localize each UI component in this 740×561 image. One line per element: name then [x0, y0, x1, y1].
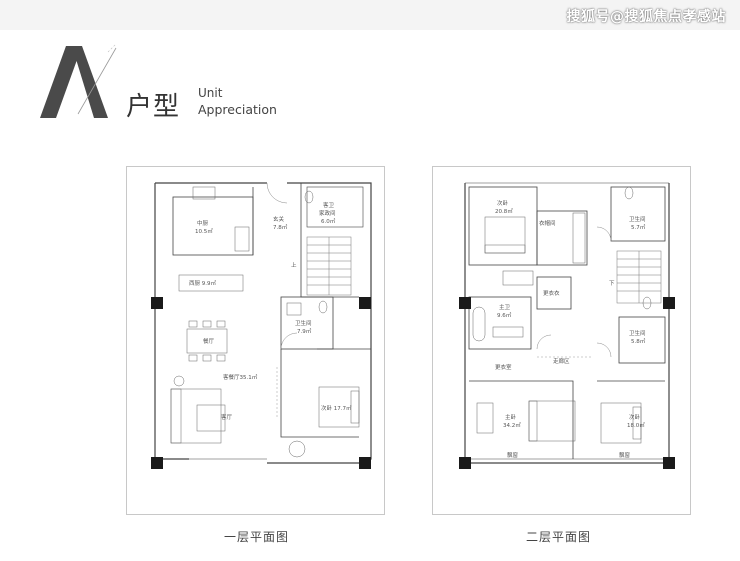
- label-master-area: 34.2㎡: [503, 421, 521, 429]
- floor1-drawing: 中厨 10.5㎡ 西厨 9.9㎡ 餐厅 客餐厅35.1㎡ 客厅 玄关 7.8㎡ …: [151, 182, 372, 469]
- floor1-plan: 中厨 10.5㎡ 西厨 9.9㎡ 餐厅 客餐厅35.1㎡ 客厅 玄关 7.8㎡ …: [126, 166, 385, 515]
- label-main-bath: 主卫: [499, 303, 511, 311]
- label-up: 上: [291, 261, 297, 269]
- label-bath1: 卫生间: [629, 215, 646, 223]
- label-bath2: 卫生间: [629, 329, 646, 337]
- title-en-appreciation: Appreciation: [198, 102, 277, 117]
- floor2-caption: 二层平面图: [526, 530, 592, 544]
- label-cloakroom: 衣帽间: [539, 219, 556, 227]
- label-foyer-area: 7.8㎡: [273, 223, 288, 231]
- title-cn: 户型: [126, 92, 181, 122]
- floor1-caption: 一层平面图: [224, 530, 290, 544]
- label-bathroom-area: 7.9㎡: [297, 327, 312, 335]
- label-down: 下: [609, 280, 615, 287]
- floor2-plan: 次卧 20.8㎡ 衣帽间 卫生间 5.7㎡ 主卫 9.6㎡ 更衣衣 下 卫生间 …: [432, 166, 691, 515]
- watermark: 搜狐号@搜狐焦点孝感站: [566, 9, 726, 25]
- label-guest-bath: 客卫: [323, 201, 335, 209]
- label-living-total: 客餐厅35.1㎡: [223, 373, 258, 381]
- label-dressing: 更衣室: [495, 363, 512, 371]
- floor2-drawing: 次卧 20.8㎡ 衣帽间 卫生间 5.7㎡ 主卫 9.6㎡ 更衣衣 下 卫生间 …: [459, 182, 675, 469]
- letter-a-logo: [40, 43, 117, 118]
- label-bedroom3: 次卧: [629, 413, 641, 421]
- label-bedroom2-area: 20.8㎡: [495, 207, 513, 215]
- label-wardrobe: 更衣衣: [543, 289, 560, 297]
- label-balcony-left: 飘窗: [507, 451, 519, 459]
- label-laundry: 家政间: [319, 209, 336, 217]
- top-bar: [0, 0, 740, 30]
- label-bedroom: 次卧 17.7㎡: [321, 404, 352, 412]
- label-living: 客厅: [221, 413, 233, 421]
- label-bath2-area: 5.8㎡: [631, 337, 646, 345]
- label-main-bath-area: 9.6㎡: [497, 311, 512, 319]
- label-bedroom3-area: 18.0㎡: [627, 421, 645, 429]
- label-laundry-area: 6.0㎡: [321, 217, 336, 225]
- label-kitchen-area: 10.5㎡: [195, 227, 213, 235]
- label-master: 主卧: [505, 413, 517, 421]
- label-foyer: 玄关: [273, 215, 285, 223]
- label-dining: 餐厅: [203, 337, 215, 345]
- label-bathroom: 卫生间: [295, 319, 312, 327]
- label-corridor: 走廊区: [553, 357, 570, 365]
- label-bedroom2: 次卧: [497, 199, 509, 207]
- label-kitchen: 中厨: [197, 219, 209, 227]
- label-balcony-right: 飘窗: [619, 451, 631, 459]
- label-bath1-area: 5.7㎡: [631, 223, 646, 231]
- title-en-unit: Unit: [198, 86, 223, 100]
- label-western-kitchen: 西厨 9.9㎡: [189, 279, 216, 287]
